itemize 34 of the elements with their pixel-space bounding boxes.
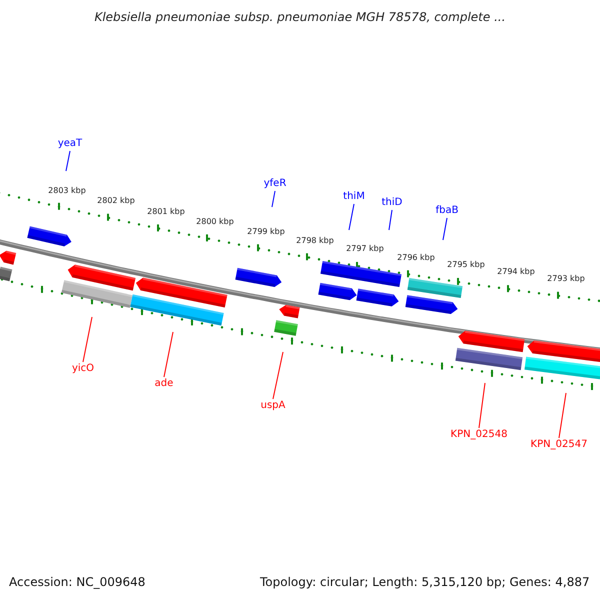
tick-label: 2799 kbp (247, 226, 285, 237)
leader-line (478, 382, 486, 428)
gene-label: yfeR (264, 178, 286, 190)
gene-label: thiD (382, 197, 402, 209)
tick-label: 2795 kbp (447, 260, 485, 270)
leader-line (66, 150, 70, 172)
tick-label: 2796 kbp (397, 252, 435, 263)
tick-label: 2803 kbp (48, 186, 86, 196)
gene-label: thiM (343, 191, 365, 203)
tick-label: 2797 kbp (346, 244, 384, 254)
leader-line (164, 332, 174, 378)
tick-label: 2794 kbp (497, 267, 535, 278)
gene-label: yeaT (58, 138, 82, 150)
tick-label: 2800 kbp (196, 216, 234, 227)
tick-label: 2793 kbp (547, 274, 585, 284)
gene-label: ade (154, 378, 174, 390)
gene-label: yicO (72, 363, 94, 375)
footer-text: Accession: NC_009648 (9, 575, 146, 589)
gene-label: uspA (260, 400, 286, 412)
leader-line (272, 190, 276, 208)
leader-line (558, 392, 566, 438)
map-title: Klebsiella pneumoniae subsp. pneumoniae MGH 78578, complete ... (93, 10, 507, 24)
gene-label: fbaB (436, 205, 458, 217)
leader-line (442, 218, 448, 240)
tick-label: 2802 kbp (97, 196, 135, 206)
gene-label: KPN_02547 (530, 439, 588, 451)
tick-label: 2798 kbp (296, 236, 334, 246)
gene-label: KPN_02548 (450, 429, 508, 441)
footer-text: Topology: circular; Length: 5,315,120 bp; Genes: 4,887 (260, 575, 590, 589)
leader-line (272, 352, 284, 400)
leader-line (82, 316, 92, 362)
tick-label: 2801 kbp (147, 207, 185, 218)
leader-line (348, 204, 354, 230)
leader-line (388, 210, 392, 230)
